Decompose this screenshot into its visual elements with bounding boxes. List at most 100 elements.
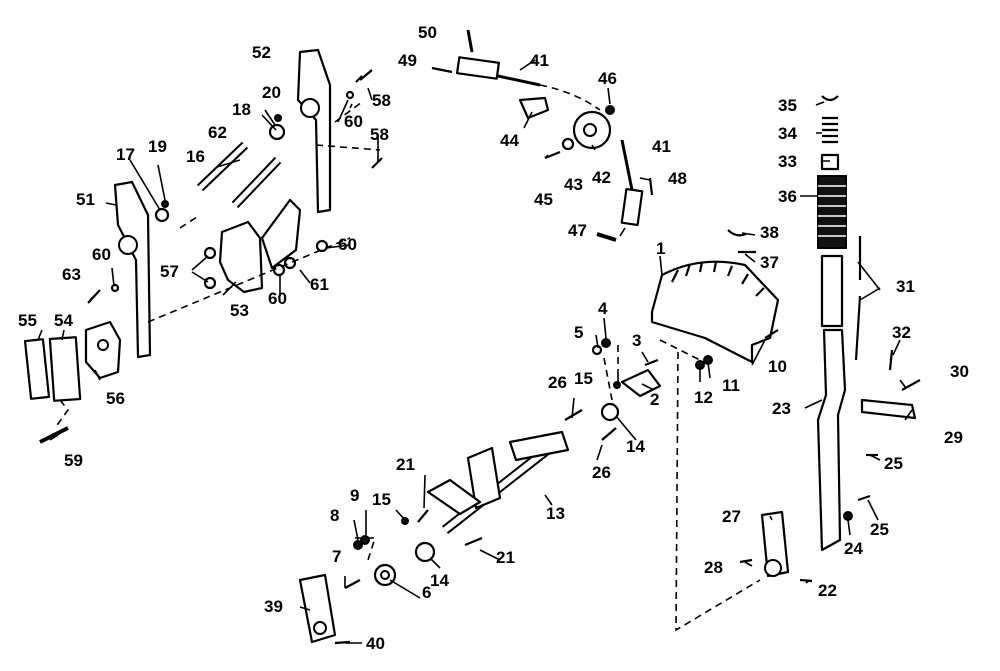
left-assembly-dash-lines (54, 101, 381, 429)
callout-58b: 58 (370, 125, 389, 144)
left-linkage-assembly (23, 48, 383, 444)
part-30-pin (901, 379, 921, 391)
callout-41a: 41 (530, 51, 549, 70)
part-48-clevis (620, 187, 644, 227)
callout-12: 12 (694, 388, 713, 407)
part-29-bracket (860, 398, 917, 420)
part-lever-tube (820, 254, 844, 328)
part-7-bolt (344, 579, 361, 589)
right-lever-assembly (727, 95, 921, 583)
part-15-setscrew-a (613, 381, 621, 389)
callout-17: 17 (116, 145, 135, 164)
part-17-spacer (154, 207, 170, 223)
part-41-cable-upper (497, 74, 541, 87)
part-50-pin (466, 29, 474, 53)
part-10-bolt (764, 329, 779, 339)
callout-52: 52 (252, 43, 271, 62)
part-41-cable-lower (620, 139, 634, 191)
part-38-clip (727, 229, 747, 237)
callout-8: 8 (330, 506, 339, 525)
callout-14b: 14 (626, 437, 645, 456)
callout-62: 62 (208, 123, 227, 142)
callout-7: 7 (332, 547, 341, 566)
callout-54: 54 (54, 311, 73, 330)
callout-46: 46 (598, 69, 617, 88)
callout-5: 5 (574, 323, 583, 342)
callout-21a: 21 (396, 455, 415, 474)
part-8-nut (353, 540, 363, 550)
part-60-washer-a (315, 239, 329, 253)
callout-11: 11 (722, 376, 740, 395)
callout-40: 40 (366, 634, 385, 653)
part-23-lever (816, 328, 847, 552)
callout-31: 31 (896, 277, 915, 296)
part-1-quadrant-slots (671, 261, 765, 297)
part-13-arm-b (508, 430, 570, 462)
callout-60d: 60 (268, 289, 287, 308)
part-26-pin-b (601, 427, 617, 441)
callout-38: 38 (760, 223, 779, 242)
part-52-upper-plate (296, 48, 332, 214)
part-18-spacer (268, 123, 286, 141)
part-4-nut (601, 338, 611, 348)
callout-45: 45 (534, 190, 553, 209)
part-14-bushing-a (600, 402, 620, 422)
callout-39: 39 (264, 597, 283, 616)
part-49-clevis-block (455, 56, 501, 80)
part-60-washer-d (345, 90, 355, 100)
part-49-pin (431, 66, 453, 74)
callout-32: 32 (892, 323, 911, 342)
callout-15b: 15 (372, 490, 391, 509)
callout-18: 18 (232, 100, 251, 119)
callout-labels: 1 2 3 4 5 6 7 8 9 10 11 12 13 14 14 15 1… (18, 23, 969, 653)
callout-16: 16 (186, 147, 205, 166)
callout-50: 50 (418, 23, 437, 42)
callout-19: 19 (148, 137, 167, 156)
part-51-lower-plate (113, 180, 152, 359)
callout-1: 1 (656, 239, 665, 258)
part-27-link (760, 510, 790, 578)
callout-21b: 21 (496, 548, 515, 567)
part-61-nut (283, 256, 297, 270)
callout-4: 4 (598, 299, 608, 318)
callout-63: 63 (62, 265, 81, 284)
part-25-bolt-b (857, 494, 871, 502)
part-62-rod-inner (233, 158, 280, 207)
part-1-quadrant (650, 260, 780, 364)
callout-55: 55 (18, 311, 37, 330)
part-54-block (48, 336, 82, 402)
part-26-pin-a (564, 409, 583, 421)
part-28-screw (739, 558, 753, 564)
part-44-bracket (518, 96, 550, 120)
callout-2: 2 (650, 390, 659, 409)
callout-28: 28 (704, 558, 723, 577)
part-57-nut-b (203, 276, 217, 290)
part-51-hub (118, 235, 138, 255)
part-21-pin-b (464, 536, 483, 547)
callout-15a: 15 (574, 369, 593, 388)
part-46-nut (605, 105, 615, 115)
callout-33: 33 (778, 152, 797, 171)
part-60-washer-c (110, 283, 120, 293)
callout-43: 43 (564, 175, 583, 194)
callout-20: 20 (262, 83, 281, 102)
callout-9: 9 (350, 486, 359, 505)
part-5-washer (591, 344, 603, 356)
callout-61: 61 (310, 275, 329, 294)
part-55-pad (23, 338, 51, 400)
part-52-hub (300, 98, 320, 118)
callout-59: 59 (64, 451, 83, 470)
part-58-bolt-b (371, 157, 383, 169)
callout-29: 29 (944, 428, 963, 447)
callout-60c: 60 (338, 235, 357, 254)
part-40-screw (334, 640, 351, 645)
callout-22: 22 (818, 581, 837, 600)
part-13-arm-a (466, 446, 502, 510)
callout-37: 37 (760, 253, 779, 272)
part-33-ferrule (820, 153, 840, 171)
part-36-grip-ribs (818, 185, 846, 237)
part-3-bolt (644, 358, 659, 367)
part-41-cable-dash (539, 84, 601, 111)
part-24-nut (843, 511, 853, 521)
